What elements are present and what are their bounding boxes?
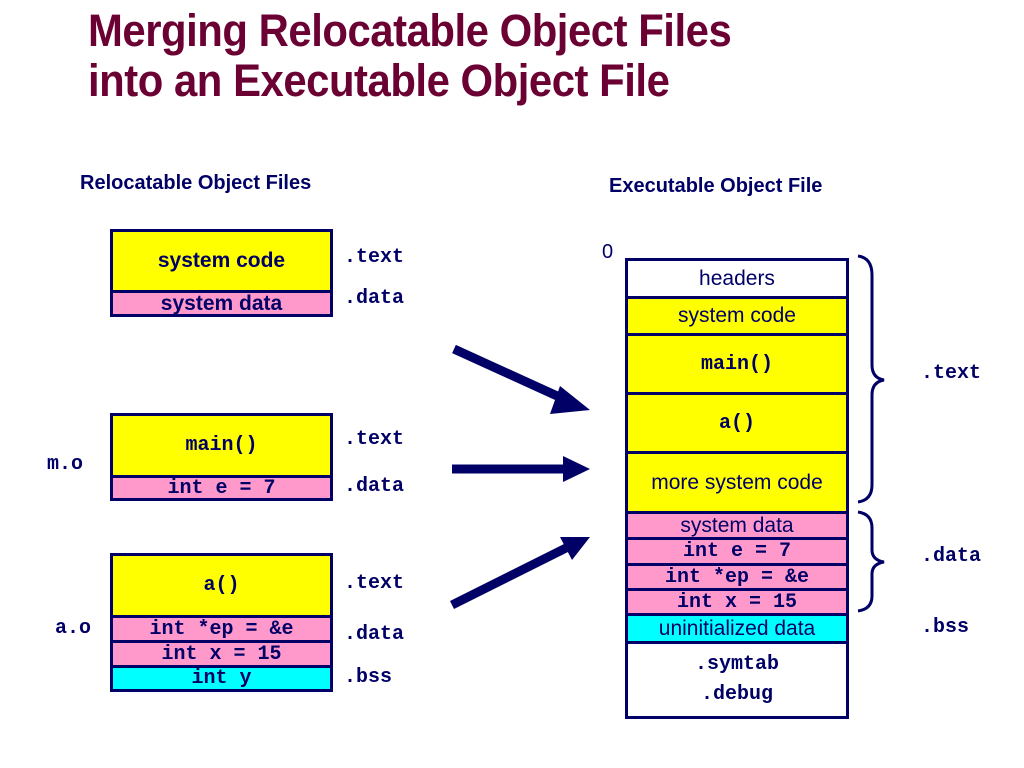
a-o-filename: a.o — [55, 617, 92, 640]
title-line-2: into an Executable Object File — [88, 55, 670, 106]
main-function-section: main() — [113, 416, 330, 475]
a-o-bss-label: .bss — [344, 666, 393, 689]
system-text-label: .text — [344, 246, 405, 269]
a-o-object-file: a() int *ep = &e int x = 15 int y — [110, 553, 333, 692]
data-brace-icon — [857, 510, 885, 613]
uninitialized-data-section: uninitialized data — [628, 613, 846, 641]
system-data-label: .data — [344, 287, 405, 310]
exe-int-e-section: int e = 7 — [628, 537, 846, 563]
m-o-data-label: .data — [344, 475, 405, 498]
executable-object-file: headers system code main() a() more syst… — [625, 258, 849, 719]
system-data-section: system data — [113, 290, 330, 315]
a-function-section: a() — [113, 556, 330, 615]
title-line-1: Merging Relocatable Object Files — [88, 5, 732, 56]
relocatable-heading: Relocatable Object Files — [80, 172, 312, 194]
text-brace-icon — [857, 254, 885, 504]
int-ep-section: int *ep = &e — [113, 615, 330, 641]
executable-heading: Executable Object File — [609, 175, 823, 197]
exe-int-ep-section: int *ep = &e — [628, 563, 846, 589]
exe-bss-label: .bss — [921, 616, 970, 639]
int-e-section: int e = 7 — [113, 475, 330, 500]
debug-label: .debug — [700, 683, 773, 706]
a-o-data-label: .data — [344, 623, 405, 646]
arrow-a-o-to-exe — [449, 537, 590, 610]
m-o-object-file: main() int e = 7 — [110, 413, 333, 501]
address-zero-label: 0 — [602, 241, 614, 263]
m-o-text-label: .text — [344, 428, 405, 451]
exe-main-section: main() — [628, 333, 846, 392]
debug-info-section: .symtab .debug — [628, 641, 846, 716]
exe-system-data-section: system data — [628, 511, 846, 537]
exe-data-brace-label: .data — [921, 545, 982, 568]
system-object-file: system code system data — [110, 229, 333, 317]
arrow-system-to-exe — [452, 344, 590, 414]
arrow-m-o-to-exe — [452, 456, 590, 482]
symtab-label: .symtab — [694, 653, 779, 676]
a-o-text-label: .text — [344, 572, 405, 595]
exe-a-section: a() — [628, 392, 846, 451]
system-code-section: system code — [113, 232, 330, 290]
m-o-filename: m.o — [47, 453, 84, 476]
slide-title: Merging Relocatable Object Files into an… — [88, 5, 732, 106]
more-system-code-section: more system code — [628, 451, 846, 511]
exe-int-x-section: int x = 15 — [628, 588, 846, 614]
int-y-section: int y — [113, 665, 330, 690]
int-x-section: int x = 15 — [113, 640, 330, 666]
exe-text-brace-label: .text — [921, 362, 982, 385]
exe-system-code-section: system code — [628, 296, 846, 333]
headers-section: headers — [628, 261, 846, 296]
